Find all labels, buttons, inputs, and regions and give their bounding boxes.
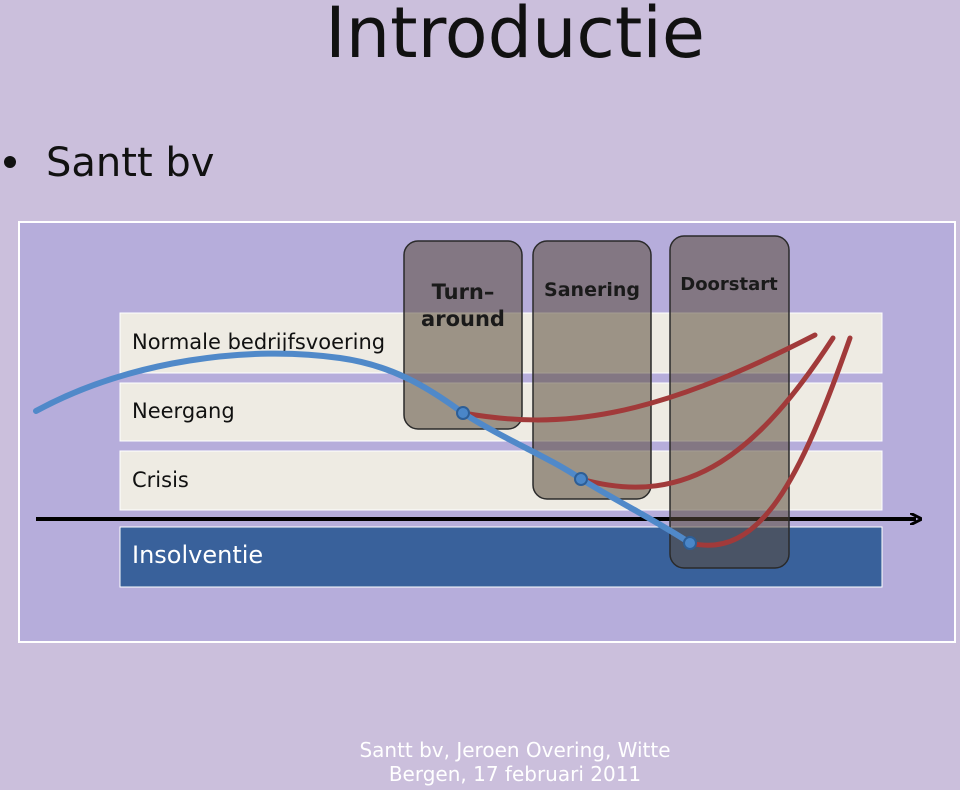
decline-curve xyxy=(33,350,693,546)
transition-point-sanering xyxy=(574,472,588,486)
slide-footer: Santt bv, Jeroen Overing, Witte Bergen, … xyxy=(330,738,700,786)
band-label-crisis: Crisis xyxy=(132,468,189,492)
phase-label-turnaround-1: Turn– xyxy=(432,280,495,304)
recovery-curve-sanering xyxy=(578,335,836,490)
phase-label-sanering: Sanering xyxy=(544,279,640,301)
slide-title: Introductie xyxy=(325,0,705,74)
bullet-text: Santt bv xyxy=(46,140,215,186)
transition-point-turnaround xyxy=(456,406,470,420)
band-label-neergang: Neergang xyxy=(132,399,235,423)
footer-line-2: Bergen, 17 februari 2011 xyxy=(388,762,642,786)
bullet-dot xyxy=(4,156,16,168)
footer-line-1: Santt bv, Jeroen Overing, Witte xyxy=(359,738,671,762)
band-label-insolventie: Insolventie xyxy=(132,541,263,569)
transition-point-doorstart xyxy=(683,536,697,550)
phase-box-sanering xyxy=(532,240,652,500)
band-label-normale: Normale bedrijfsvoering xyxy=(132,330,385,354)
recovery-curve-turnaround xyxy=(460,332,818,423)
recovery-curve-doorstart xyxy=(687,335,853,548)
phase-label-doorstart: Doorstart xyxy=(680,274,778,295)
phase-box-turnaround xyxy=(403,240,523,430)
phase-label-turnaround-2: around xyxy=(421,307,505,331)
